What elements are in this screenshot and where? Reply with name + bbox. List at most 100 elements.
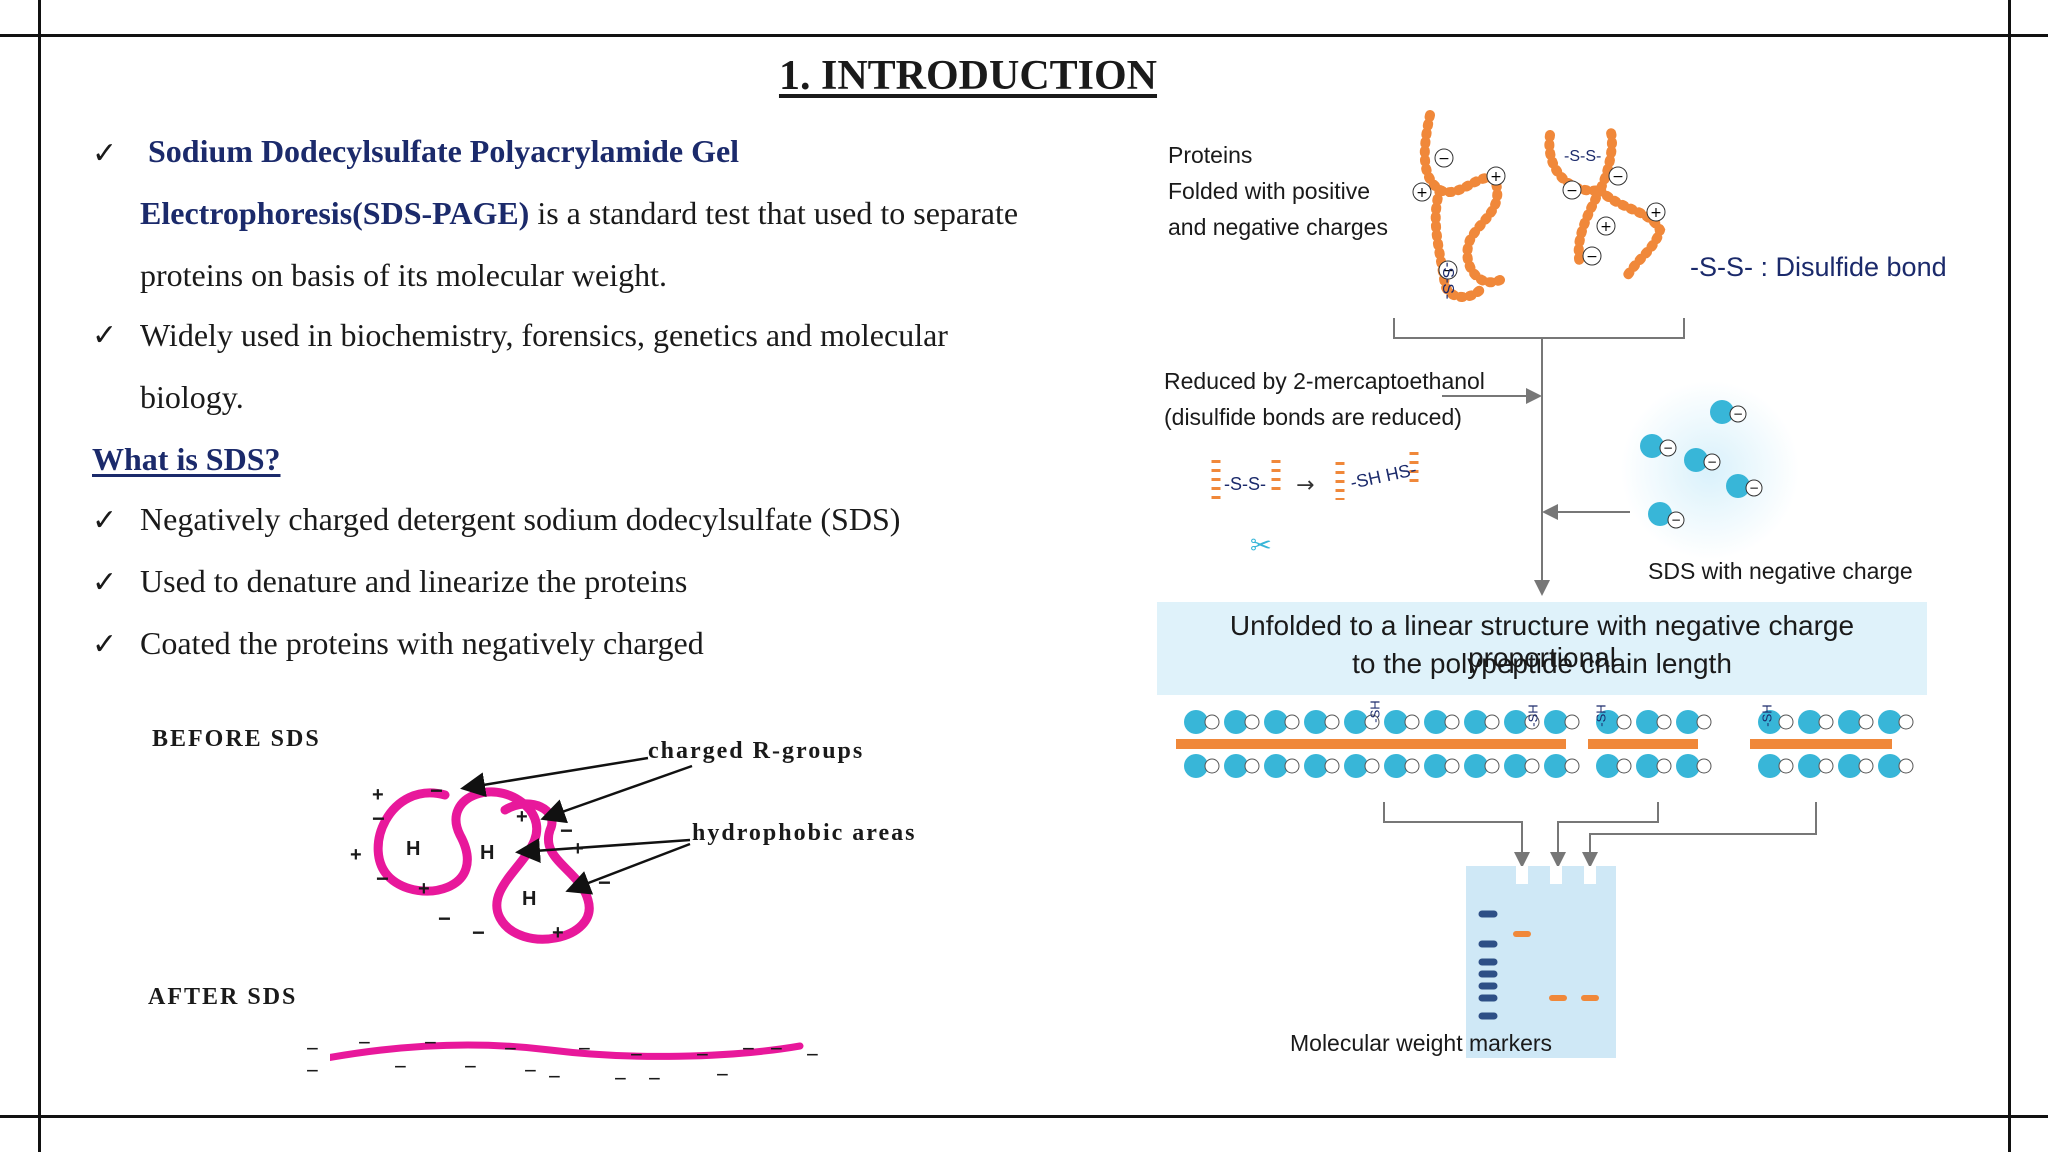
sds-bead — [1424, 710, 1448, 734]
sds-bead — [1878, 710, 1902, 734]
svg-text:−: − — [1707, 455, 1717, 469]
minus-charge: − — [424, 1030, 437, 1055]
negative-charge — [1404, 758, 1420, 774]
charged-groups-label: charged R-groups — [648, 738, 865, 764]
bullet-2-line-1: Widely used in biochemistry, forensics, … — [140, 317, 948, 353]
bullet-4: Used to denature and linearize the prote… — [140, 563, 688, 599]
sds-bead — [1544, 710, 1568, 734]
negative-charge — [1818, 758, 1834, 774]
hydrophobic-arrow — [565, 842, 691, 895]
minus-charge: − — [372, 806, 385, 831]
svg-text:−: − — [1663, 441, 1673, 455]
minus-charge: − — [438, 906, 451, 931]
sds-bead — [1838, 754, 1862, 778]
linear-strand — [330, 1041, 804, 1062]
unfolded-band — [1157, 602, 1927, 695]
svg-text:−: − — [1671, 513, 1681, 527]
plus-charge: + — [372, 784, 384, 806]
sds-bead — [1636, 710, 1660, 734]
sds-bead — [1264, 710, 1288, 734]
minus-charge: − — [504, 1036, 517, 1061]
svg-text:−: − — [1566, 183, 1578, 199]
check-icon: ✓ — [92, 627, 118, 662]
svg-text:−: − — [1442, 263, 1454, 279]
flow-lines — [1393, 318, 1685, 596]
plus-charge: + — [572, 838, 584, 860]
sds-bead — [1304, 710, 1328, 734]
minus-charge: − — [464, 1054, 477, 1079]
minus-charge: − — [742, 1036, 755, 1061]
sds-bead — [1184, 710, 1208, 734]
negative-charge — [1696, 758, 1712, 774]
negative-charge — [1324, 758, 1340, 774]
gel-flow-lines — [1383, 802, 1817, 868]
folded-chains-diagram: − + + − − − + + − — [1412, 110, 1666, 302]
negative-charge — [1858, 714, 1874, 730]
negative-charge — [1524, 714, 1540, 730]
plus-charge: + — [516, 806, 528, 828]
negative-charge — [1564, 714, 1580, 730]
reduction-scheme: → ✂ — [1211, 452, 1419, 560]
proteins-label-1: Proteins — [1168, 142, 1253, 168]
negative-charge — [1284, 758, 1300, 774]
negative-charge — [1484, 714, 1500, 730]
gel-well — [1550, 866, 1562, 884]
what-is-sds-heading: What is SDS? — [92, 441, 281, 477]
plus-charge: + — [552, 922, 564, 944]
negative-charge — [1778, 758, 1794, 774]
sds-bead — [1224, 710, 1248, 734]
sh-label: -SH — [1759, 704, 1775, 727]
minus-charge: − — [598, 870, 611, 895]
proteins-label-2: Folded with positive — [1168, 178, 1370, 204]
sds-bead — [1798, 754, 1822, 778]
sds-bead — [1184, 754, 1208, 778]
sds-bead — [1878, 754, 1902, 778]
linear-chains — [1176, 710, 1914, 778]
minus-charge: − — [696, 1042, 709, 1067]
negative-charge — [1364, 714, 1380, 730]
proteins-label-3: and negative charges — [1168, 214, 1388, 240]
sh-label: -SH — [1525, 704, 1541, 727]
svg-text:+: + — [1600, 219, 1612, 235]
minus-charge: − — [430, 778, 443, 803]
sds-molecules: − − − − − — [1640, 400, 1763, 529]
minus-charge: − — [306, 1036, 319, 1061]
bullet-1-bold-b: Electrophoresis(SDS-PAGE) — [140, 195, 530, 231]
sds-bead — [1596, 754, 1620, 778]
svg-text:+: + — [1650, 205, 1662, 221]
sh-label: -SH — [1593, 704, 1609, 727]
sds-bead — [1758, 710, 1782, 734]
bullet-1-line-2: Electrophoresis(SDS-PAGE) is a standard … — [140, 195, 1018, 232]
minus-charge: − — [614, 1066, 627, 1091]
minus-charge: − — [630, 1042, 643, 1067]
top-rule — [0, 34, 2048, 37]
plus-charge: + — [418, 878, 430, 900]
svg-text:+: + — [1490, 169, 1502, 185]
bullet-1-rest: is a standard test that used to separate — [529, 195, 1019, 231]
plus-charge: + — [350, 844, 362, 866]
sds-label: SDS with negative charge — [1648, 558, 1913, 584]
minus-charge: − — [376, 866, 389, 891]
sds-bead — [1464, 754, 1488, 778]
sds-bead — [1676, 710, 1700, 734]
negative-charge — [1444, 758, 1460, 774]
folded-protein-diagram — [330, 756, 804, 1062]
hydrophobic-arrow — [515, 838, 691, 864]
sds-bead — [1758, 754, 1782, 778]
sds-bead — [1596, 710, 1620, 734]
minus-charge: − — [770, 1036, 783, 1061]
check-icon: ✓ — [92, 565, 118, 600]
charged-arrow — [460, 756, 649, 798]
sds-bead — [1544, 754, 1568, 778]
hydrophobic-h: H — [522, 888, 537, 910]
minus-charge: − — [806, 1042, 819, 1067]
minus-charge: − — [560, 818, 573, 843]
minus-charge: − — [358, 1030, 371, 1055]
negative-charge — [1898, 758, 1914, 774]
reduced-label-1: Reduced by 2-mercaptoethanol — [1164, 368, 1485, 394]
negative-charge — [1524, 758, 1540, 774]
svg-text:−: − — [1612, 169, 1624, 185]
sds-bead — [1384, 710, 1408, 734]
svg-text:−: − — [1749, 481, 1759, 495]
svg-text:+: + — [1416, 185, 1428, 201]
